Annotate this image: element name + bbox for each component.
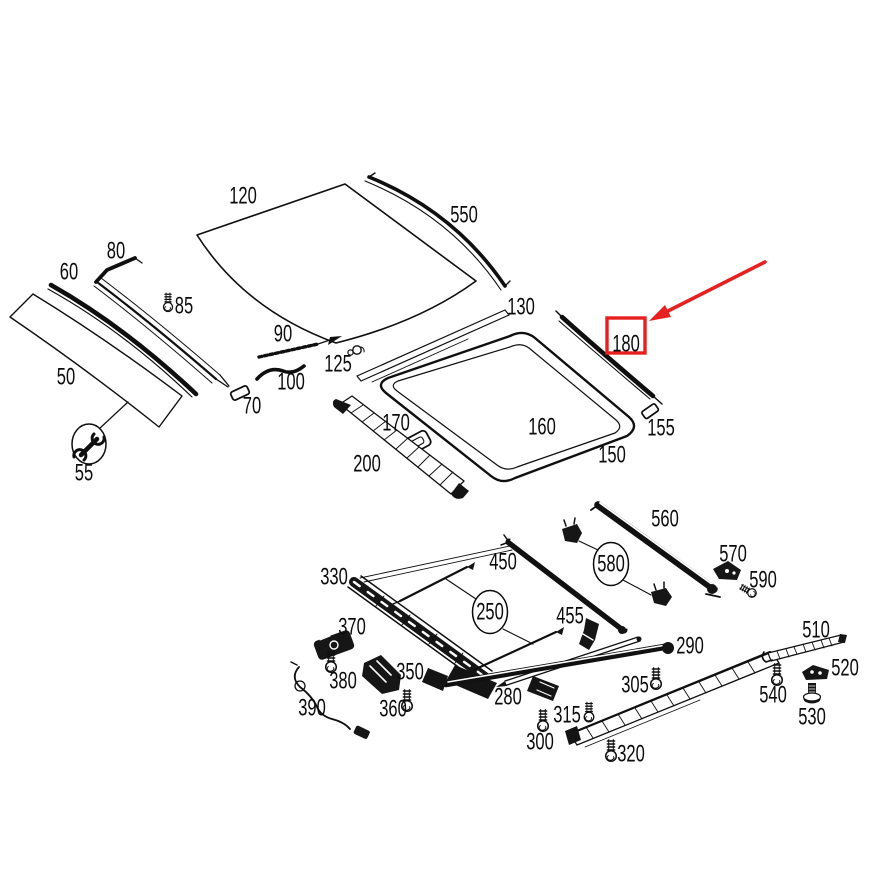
part-530-bolt [802,683,822,704]
part-label-315: 315 [553,702,581,729]
part-200-rail [332,395,469,499]
highlight-arrow-head [649,305,671,321]
highlight-arrow-line [664,260,767,314]
part-90-chain [257,336,342,359]
part-label-160: 160 [528,414,556,441]
part-160-glass [392,344,621,470]
part-label-380: 380 [329,668,357,695]
part-label-155: 155 [647,415,675,442]
screw-icon [604,738,618,763]
screw-icon [162,292,174,313]
part-510-strip [761,634,847,663]
part-label-85: 85 [175,293,193,320]
part-label-60: 60 [60,259,78,286]
highlight-box [605,316,647,355]
part-label-360: 360 [379,696,407,723]
part-350-bracket [362,655,401,694]
part-label-250: 250 [476,599,504,626]
part-180-strip [555,310,663,405]
part-125-grommet [347,345,365,356]
part-label-570: 570 [719,541,747,568]
part-60-strip [47,282,199,398]
part-580-brackets [562,517,672,606]
part-label-330: 330 [320,564,348,591]
wrench-icon [71,423,107,465]
part-label-370: 370 [338,614,366,641]
highlight-arrow [649,260,767,321]
part-label-290: 290 [676,633,704,660]
part-label-450: 450 [489,549,517,576]
part-label-170: 170 [382,410,410,437]
part-label-80: 80 [107,238,125,265]
part-390-cable [290,661,370,739]
part-label-50: 50 [57,364,75,391]
screw-icon [583,701,595,723]
part-520-bracket [802,665,829,680]
callout-circle-580 [592,541,630,587]
part-label-560: 560 [651,506,679,533]
screw-icon [649,666,663,691]
part-label-55: 55 [75,460,93,487]
part-label-550: 550 [450,202,478,229]
part-label-350: 350 [396,659,424,686]
part-label-580: 580 [597,551,625,578]
part-label-100: 100 [277,369,305,396]
part-155-clip [641,403,660,420]
part-label-125: 125 [324,351,352,378]
part-label-280: 280 [494,684,522,711]
part-label-305: 305 [621,672,649,699]
part-label-90: 90 [274,321,292,348]
part-label-520: 520 [831,655,859,682]
part-label-200: 200 [353,451,381,478]
part-250-cables [392,562,564,672]
part-70-clip [229,385,251,401]
part-560-rail [590,501,721,598]
part-label-70: 70 [243,393,261,420]
part-50-panel [9,293,183,430]
part-290-rail [422,642,674,701]
part-label-120: 120 [229,183,257,210]
part-80-frame-strip [93,256,230,388]
part-100-clip [255,364,306,381]
part-label-510: 510 [802,617,830,644]
part-370-motor [313,630,355,660]
part-550-edge-strip [364,172,511,291]
part-label-390: 390 [298,695,326,722]
part-290-lower-rail [565,650,780,748]
part-labels-layer: 50 55 60 70 80 85 90 100 120 125 130 150 155 160 170 18… [57,183,859,768]
part-label-300: 300 [526,729,554,756]
part-label-150: 150 [598,442,626,469]
part-455-bracket [579,618,599,650]
part-label-590: 590 [749,567,777,594]
part-label-540: 540 [759,682,787,709]
callout-circle-250 [471,589,509,635]
part-120-roof-panel [196,183,477,344]
part-570-bracket [713,561,741,580]
part-label-530: 530 [798,704,826,731]
part-450-rail [500,534,628,634]
part-label-130: 130 [507,294,535,321]
part-label-455: 455 [556,603,584,630]
part-label-180: 180 [612,331,640,358]
part-label-320: 320 [617,741,645,768]
part-130-strip [356,309,510,383]
